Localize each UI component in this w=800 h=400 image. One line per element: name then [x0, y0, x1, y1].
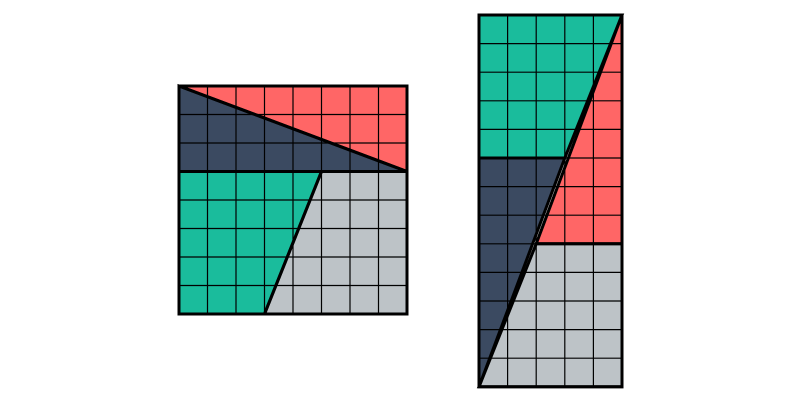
square-border: [177, 84, 409, 316]
square-figure: [177, 83, 409, 316]
rectangle-teal-trapezoid: [479, 15, 622, 158]
rectangle-figure: [476, 13, 625, 389]
rectangle-border: [477, 13, 624, 389]
square-teal-trapezoid: [179, 171, 322, 314]
rectangle-gray-trapezoid: [479, 243, 622, 387]
square-gray-trapezoid: [264, 171, 407, 314]
